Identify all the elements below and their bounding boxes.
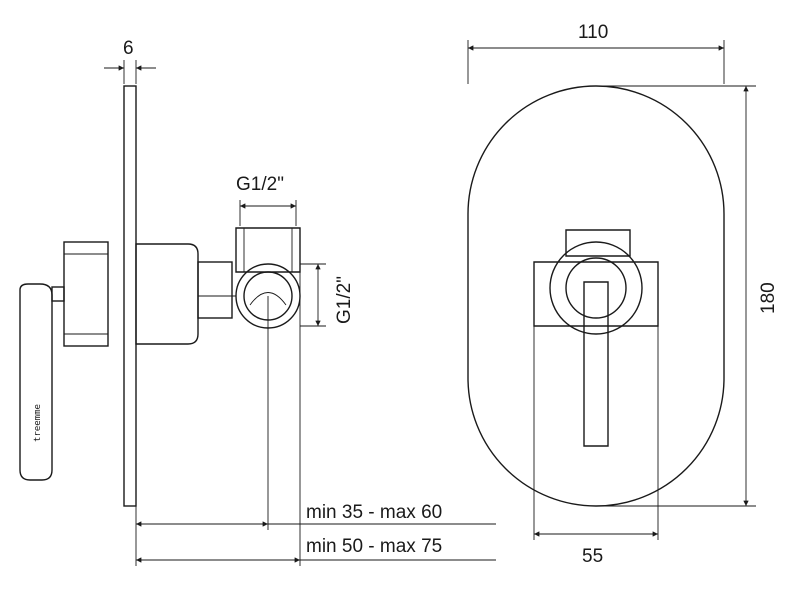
handle-lever-front [583,281,609,447]
dim-inlet-side: G1/2" [334,276,355,324]
brand-label: treemme [33,404,43,442]
side-view: treemme 6 G1/2" [19,38,496,566]
dim-handle-offset: 55 [582,546,603,567]
top-inlet [235,227,301,273]
handle-lever-side [19,283,53,481]
cover-plate-front [467,85,725,507]
dim-wall-range-2: min 50 - max 75 [306,536,442,557]
front-view: 110 180 55 [467,22,779,567]
handle-rosette-outer [549,241,643,335]
handle-hub [63,241,109,347]
valve-body [135,243,199,345]
dim-inlet-top: G1/2" [236,174,284,195]
dim-plate-thickness: 6 [123,38,134,59]
handle-rosette-inner [565,257,627,319]
dim-wall-range-1: min 35 - max 60 [306,502,442,523]
valve-bracket [565,229,631,257]
dim-plate-height: 180 [758,282,779,314]
cover-plate-side [123,85,137,507]
handle-stem [51,286,65,302]
dim-plate-width: 110 [578,22,608,43]
